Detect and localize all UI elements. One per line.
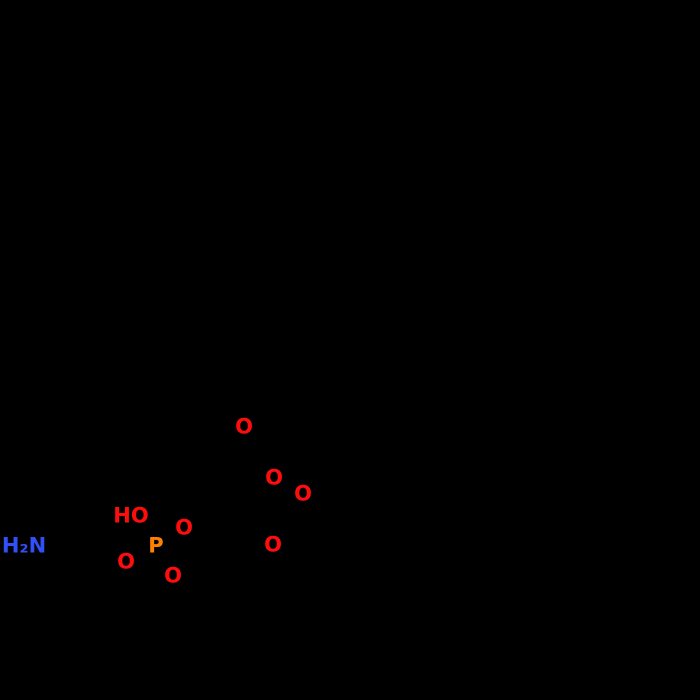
atom-label-o: O: [264, 532, 282, 557]
atom-label-n: H₂N: [1, 533, 47, 558]
atom-label-o: O: [175, 515, 193, 540]
atom-label-o: O: [265, 465, 283, 490]
atom-label-o: O: [164, 563, 182, 588]
atom-label-o: O: [294, 481, 312, 506]
atom-label-o: O: [117, 549, 135, 574]
atom-label-o: O: [235, 414, 253, 439]
atom-label-p: P: [148, 533, 164, 558]
atom-label-o: HO: [113, 503, 149, 528]
